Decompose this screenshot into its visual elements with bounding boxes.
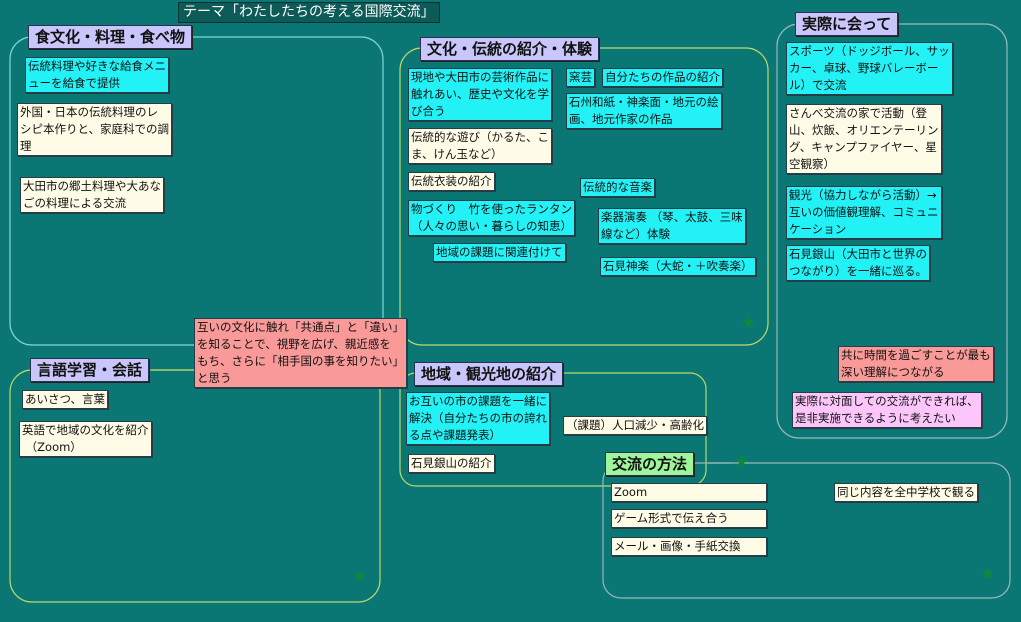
center-summary: 互いの文化に触れ「共通点」と「違い」 を知ることで、視野を広げ、親近感を もち、… <box>194 318 407 388</box>
star-icon: ★ <box>352 567 368 587</box>
culture-item: 物づくり 竹を使ったランタン （人々の思い・暮らしの知恵） <box>408 200 575 236</box>
star-icon: ★ <box>741 313 757 333</box>
region-header: 地域・観光地の紹介 <box>414 362 564 386</box>
culture-item: 楽器演奏 （琴、太鼓、三味 線など）体験 <box>598 208 746 244</box>
culture-item: 自分たちの作品の紹介 <box>602 68 723 87</box>
meet-item: スポーツ（ドッジボール、サッ カー、卓球、野球バレーボー ル）で交流 <box>786 42 953 95</box>
method-item: ゲーム形式で伝え合う <box>611 509 767 528</box>
meet-header: 実際に会って <box>795 12 899 36</box>
culture-item: 石州和紙・神楽面・地元の絵 画、地元作家の作品 <box>566 93 722 129</box>
region-item: （課題）人口減少・高齢化 <box>563 416 707 435</box>
meet-item: 石見銀山（大田市と世界の つながり）を一緒に巡る。 <box>786 245 930 281</box>
region-item: お互いの市の課題を一緒に 解決（自分たちの市の誇れ る点や課題発表） <box>406 392 550 445</box>
culture-item: 地域の課題に関連付けて <box>433 243 566 262</box>
region-item: 石見銀山の紹介 <box>408 454 495 473</box>
meet-item: さんべ交流の家で活動（登 山、炊飯、オリエンテーリン グ、キャンプファイヤー、星… <box>786 104 942 174</box>
culture-item: 伝統衣装の紹介 <box>408 172 495 191</box>
language-item: 英語で地域の文化を紹介 （Zoom） <box>19 421 152 457</box>
culture-header: 文化・伝統の紹介・体験 <box>420 37 600 61</box>
food-item: 外国・日本の伝統料理のレ シピ本作りと、家庭科での調 理 <box>17 103 173 156</box>
star-icon: ★ <box>980 564 996 584</box>
method-item: Zoom <box>611 483 767 502</box>
meet-item: 実際に対面しての交流ができれば、 是非実施できるように考えたい <box>792 392 982 428</box>
method-item: メール・画像・手紙交換 <box>611 537 767 556</box>
culture-item: 伝統的な音楽 <box>580 178 655 197</box>
food-header: 食文化・料理・食べ物 <box>28 25 193 49</box>
star-icon: ★ <box>734 452 750 472</box>
culture-item: 石見神楽（大蛇・＋吹奏楽） <box>600 257 756 276</box>
food-item: 伝統料理や好きな給食メニ ューを給食で提供 <box>25 57 169 93</box>
language-item: あいさつ、言葉 <box>22 390 109 409</box>
meet-item: 観光（協力しながら活動）→ 互いの価値観理解、コミュニ ケーション <box>786 186 942 239</box>
method-item: 同じ内容を全中学校で観る <box>834 483 978 502</box>
culture-item: 伝統的な遊び（かるた、こ ま、けん玉など） <box>408 128 552 164</box>
method-header: 交流の方法 <box>605 452 695 476</box>
meet-item: 共に時間を過ごすことが最も 深い理解につながる <box>838 346 994 382</box>
food-item: 大田市の郷土料理や大あな ごの料理による交流 <box>20 177 164 213</box>
method-group-outline <box>602 462 1011 599</box>
page-title: テーマ「わたしたちの考える国際交流」 <box>178 2 440 23</box>
culture-item: 現地や大田市の芸術作品に 触れあい、歴史や文化を学 び合う <box>408 68 552 121</box>
language-header: 言語学習・会話 <box>30 358 150 382</box>
culture-item: 窯芸 <box>566 68 595 87</box>
